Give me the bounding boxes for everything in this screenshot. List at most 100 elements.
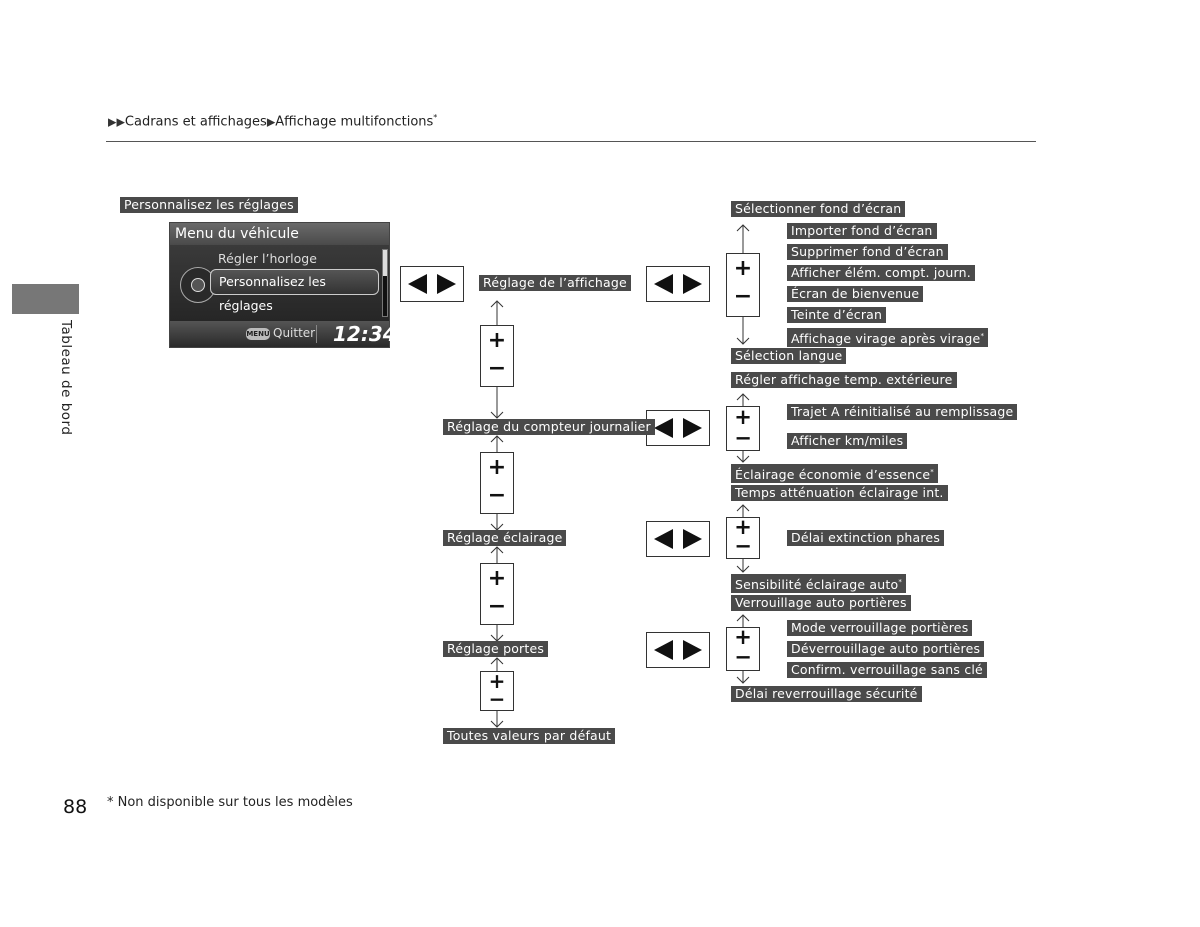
option-label: Délai extinction phares [787,530,945,546]
left-right-arrows-icon [646,632,710,668]
plus-minus-box: + − [480,452,514,514]
header-rule [106,141,1036,142]
menu-display-settings: Réglage de l’affichage [479,275,631,291]
arrow-down-r3 [736,559,750,573]
menu-button-icon[interactable]: MENU [246,328,270,340]
minus-icon: − [733,284,753,309]
plus-icon: + [488,669,506,693]
option-label: Importer fond d’écran [787,223,937,239]
option-label: Affichage virage après virage* [787,328,989,347]
chapter-label: Tableau de bord [58,320,74,436]
option-label: Supprimer fond d’écran [787,244,948,260]
arrow-up-1 [490,300,504,325]
arrow-up-r2 [736,393,750,406]
clock-display: 12:34 [333,322,397,346]
plus-minus-box: + − [726,625,760,671]
screen-footer: MENU Quitter 12:34 [170,321,397,347]
arrow-up-r1 [736,224,750,253]
option-label: Afficher élém. compt. journ. [787,265,975,281]
option-label: Délai reverrouillage sécurité [731,686,922,702]
plus-minus-box: + − [480,669,514,711]
option-label: Déverrouillage auto portières [787,641,985,657]
plus-icon: + [734,405,752,429]
arrow-up-2 [490,435,504,452]
plus-icon: + [487,328,507,353]
asterisk-mark: * [930,468,934,476]
breadcrumb-arrow-icon: ▶ [266,115,276,129]
screen-body: Régler l’horloge Personnalisez les régla… [170,245,389,321]
plus-minus-box: + − [480,325,514,387]
minus-icon: − [488,687,506,711]
option-text: Sensibilité éclairage auto [735,577,899,592]
option-label: Verrouillage auto portières [731,595,911,611]
asterisk-mark: * [433,113,438,122]
option-label: Trajet A réinitialisé au remplissage [787,404,1018,420]
option-label: Sélectionner fond d’écran [731,201,906,217]
minus-icon: − [734,645,752,669]
arrow-down-r2 [736,451,750,463]
option-label: Sélection langue [731,348,847,364]
breadcrumb-page: Affichage multifonctions [275,114,434,130]
breadcrumb-section: Cadrans et affichages [124,114,267,130]
arrow-up-r4 [736,614,750,627]
left-right-arrows-icon [646,266,710,302]
option-label: Afficher km/miles [787,433,908,449]
minus-icon: − [734,534,752,558]
minus-icon: − [487,483,507,508]
plus-minus-box: + − [726,515,760,559]
arrow-up-4 [490,657,504,671]
arrow-down-r4 [736,671,750,684]
quit-label[interactable]: Quitter [273,326,316,340]
menu-trip-settings: Réglage du compteur journalier [443,419,655,435]
menu-lighting-settings: Réglage éclairage [443,530,567,546]
option-label: Sensibilité éclairage auto* [731,574,907,593]
page-number: 88 [63,796,88,818]
menu-default-all: Toutes valeurs par défaut [443,728,616,744]
breadcrumb: ▶▶Cadrans et affichages▶Affichage multif… [108,113,437,129]
scrollbar[interactable] [382,249,388,317]
menu-item-clock[interactable]: Régler l’horloge [218,251,317,266]
plus-icon: + [487,566,507,591]
left-right-arrows-icon [646,410,710,446]
option-label: Teinte d’écran [787,307,887,323]
minus-icon: − [487,356,507,381]
knob-center-icon [191,278,205,292]
footer-divider [316,325,317,343]
option-label: Régler affichage temp. extérieure [731,372,957,388]
option-label: Confirm. verrouillage sans clé [787,662,987,678]
menu-door-settings: Réglage portes [443,641,549,657]
option-label: Écran de bienvenue [787,286,924,302]
option-label: Éclairage économie d’essence* [731,464,938,483]
breadcrumb-arrow-icon: ▶▶ [108,115,125,129]
plus-icon: + [734,515,752,539]
plus-minus-box: + − [726,253,760,317]
plus-minus-box: + − [726,405,760,451]
plus-icon: + [734,625,752,649]
left-right-arrows-icon [646,521,710,557]
arrow-down-3 [490,625,504,642]
minus-icon: − [487,594,507,619]
asterisk-mark: * [980,332,985,340]
arrow-down-4 [490,711,504,728]
arrow-down-2 [490,514,504,531]
scrollbar-thumb[interactable] [383,250,387,276]
footnote: * Non disponible sur tous les modèles [107,795,353,810]
option-label: Temps atténuation éclairage int. [731,485,948,501]
option-text: Éclairage économie d’essence [735,467,931,482]
screen-caption: Personnalisez les réglages [120,197,298,213]
left-right-arrows-icon [400,266,464,302]
arrow-down-r1 [736,317,750,345]
arrow-up-3 [490,546,504,563]
plus-icon: + [487,455,507,480]
screen-title: Menu du véhicule [170,223,389,245]
chapter-tab [12,284,79,314]
minus-icon: − [734,426,752,450]
vehicle-menu-screen: Menu du véhicule Régler l’horloge Person… [169,222,397,348]
arrow-up-r3 [736,504,750,517]
plus-minus-box: + − [480,563,514,625]
plus-icon: + [733,256,753,281]
arrow-down-1 [490,387,504,419]
option-text: Affichage virage après virage [791,331,981,346]
asterisk-mark: * [898,578,903,586]
menu-item-customize[interactable]: Personnalisez les réglages [210,269,379,313]
